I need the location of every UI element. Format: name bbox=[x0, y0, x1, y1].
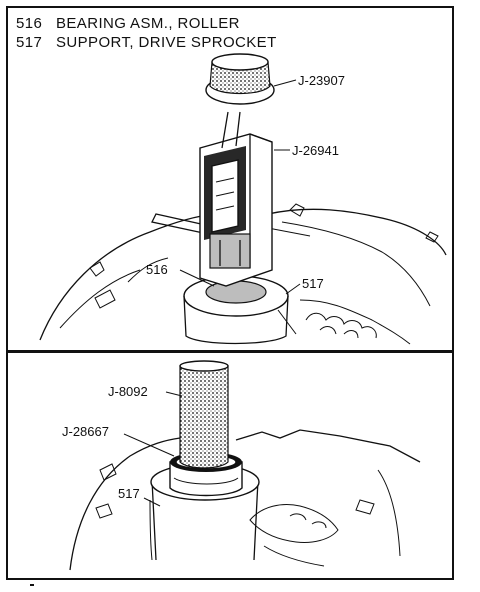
view-divider bbox=[8, 350, 452, 353]
legend-text: SUPPORT, DRIVE SPROCKET bbox=[56, 34, 277, 51]
case-bolt-bosses bbox=[89, 261, 116, 309]
legend-text: BEARING ASM., ROLLER bbox=[56, 15, 240, 32]
callout-j23907: J-23907 bbox=[298, 73, 345, 88]
case-outline-left bbox=[39, 213, 216, 341]
support-boss-wall-bottom bbox=[151, 479, 259, 561]
case-outline-bottom-left bbox=[69, 437, 181, 571]
driver-handle-j8092 bbox=[179, 365, 229, 469]
case-outline-bottom-right bbox=[235, 429, 421, 463]
case-outline-right bbox=[267, 208, 447, 256]
legend-row-517: 517 SUPPORT, DRIVE SPROCKET bbox=[16, 33, 277, 52]
top-view-removal: J-23907 J-26941 516 517 bbox=[39, 53, 447, 345]
legend-number: 516 bbox=[16, 15, 43, 32]
callout-516: 516 bbox=[146, 262, 168, 277]
callout-j28667: J-28667 bbox=[62, 424, 109, 439]
support-boss-wall bbox=[183, 295, 289, 345]
scan-speck bbox=[30, 584, 34, 586]
puller-jaws bbox=[209, 233, 251, 269]
callout-517-top: 517 bbox=[302, 276, 324, 291]
bottom-view-installation: J-8092 J-28667 517 bbox=[62, 360, 421, 571]
legend-row-516: 516 BEARING ASM., ROLLER bbox=[16, 14, 277, 33]
callout-j8092: J-8092 bbox=[108, 384, 148, 399]
handle-j23907 bbox=[209, 61, 271, 95]
bearing-516 bbox=[205, 280, 267, 304]
legend-number: 517 bbox=[16, 34, 43, 51]
parts-legend: 516 BEARING ASM., ROLLER 517 SUPPORT, DRIV… bbox=[16, 14, 277, 52]
callout-517-bottom: 517 bbox=[118, 486, 140, 501]
callout-j26941: J-26941 bbox=[292, 143, 339, 158]
forcing-screw bbox=[221, 111, 241, 149]
illustration-frame bbox=[6, 6, 454, 580]
